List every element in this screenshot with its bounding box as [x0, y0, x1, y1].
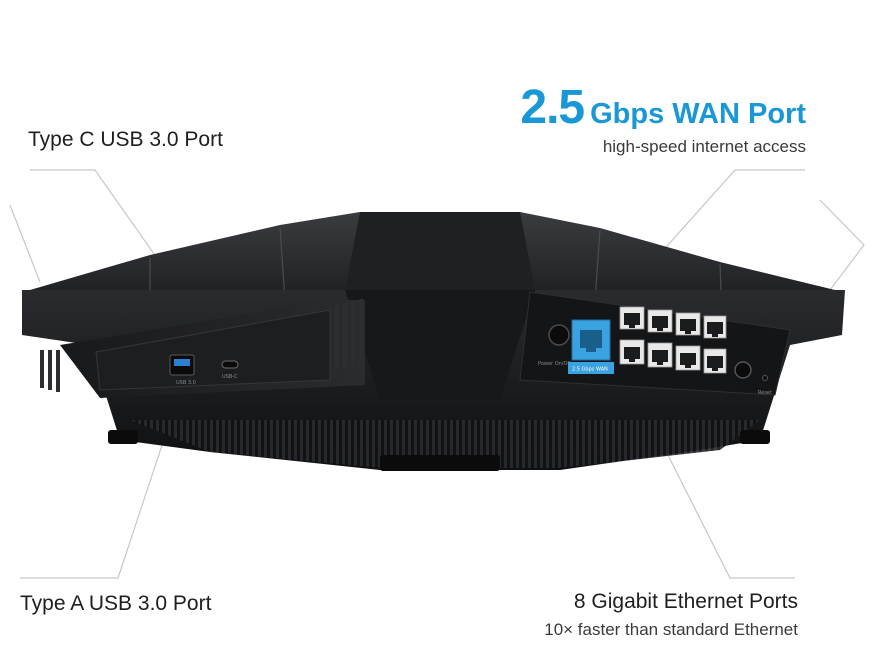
wan-speed-number: 2.5 [520, 81, 585, 134]
usb-c-port-label: USB-C [222, 374, 238, 380]
leader-type-a [20, 384, 183, 579]
usb-port-label: USB 3.0 [176, 380, 196, 386]
ethernet-ports-label: 8 Gigabit Ethernet Ports [573, 590, 798, 613]
wan-port-label: 2.5 Gbps WAN [572, 367, 608, 373]
wan-speed-label: Gbps WAN Port [590, 98, 806, 130]
usb-a-port [169, 354, 195, 376]
reset-label: Reset [758, 390, 772, 396]
wan-subtitle: high-speed internet access [602, 137, 806, 156]
ethernet-subtitle: 10× faster than standard Ethernet [544, 620, 798, 639]
router-bottom-vent [130, 420, 760, 468]
type-a-usb-label: Type A USB 3.0 Port [20, 592, 212, 615]
dc-jack [734, 361, 752, 379]
leader-right-bracket [819, 199, 865, 291]
wan-port [571, 319, 611, 361]
power-button-label: Power On/Off [538, 361, 571, 367]
type-c-usb-label: Type C USB 3.0 Port [28, 128, 223, 151]
power-button [548, 324, 570, 346]
reset-hole [762, 375, 768, 381]
leader-left-bracket [9, 204, 41, 283]
usb-c-port [221, 360, 239, 369]
